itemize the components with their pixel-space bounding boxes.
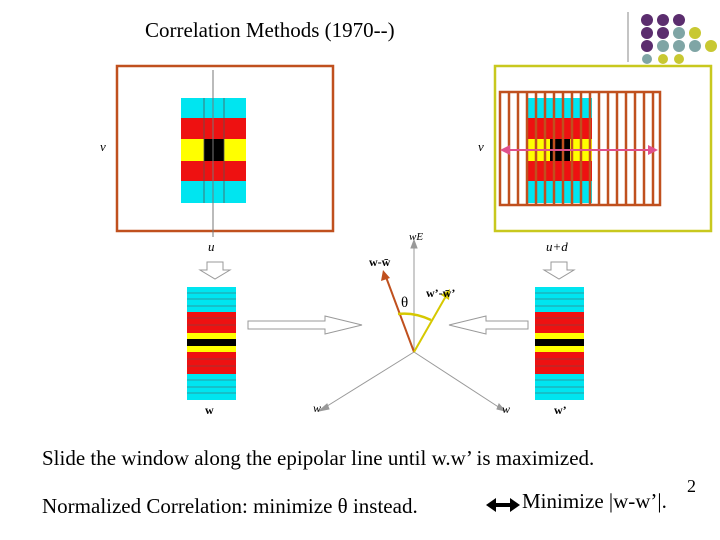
right-side-arrow (448, 315, 529, 335)
right-v-label: v (478, 139, 484, 154)
w-minus-wbar-vector (381, 270, 415, 353)
left-vector-w (187, 287, 236, 400)
left-u-label: u (208, 239, 215, 254)
theta-label: θ (401, 295, 408, 311)
wp-minus-wpbar-label: w’-w̄’ (426, 286, 455, 300)
w-minus-wbar-label: w-w̄ (369, 255, 391, 269)
slide-description: Slide the window along the epipolar line… (42, 446, 595, 470)
w-bottom-label: w (205, 403, 214, 417)
vector-space-axes (317, 238, 507, 412)
left-v-label: v (100, 139, 106, 154)
w-prime-bottom-label: w’ (554, 403, 567, 417)
theta-arc (397, 312, 432, 322)
superscript-two: 2 (687, 476, 696, 496)
minimize-text: Minimize |w-w’|. (522, 489, 667, 513)
left-down-arrow (198, 261, 232, 280)
left-side-arrow (247, 315, 363, 335)
decorative-dots (627, 12, 717, 64)
right-u-plus-d-label: u+d (546, 239, 568, 254)
w-axis-left-label: w (313, 401, 321, 415)
w-e-label: wE (409, 231, 423, 243)
wp-minus-wpbar-vector (413, 289, 450, 353)
double-arrow-icon (486, 498, 520, 512)
epipolar-slide-arrow (500, 145, 658, 155)
right-down-arrow (542, 261, 576, 280)
right-vector-w-prime (535, 287, 584, 400)
normalized-correlation-text: Normalized Correlation: minimize θ inste… (42, 494, 418, 518)
w-axis-right-label: w (502, 402, 510, 416)
slide-title: Correlation Methods (1970--) (145, 18, 395, 42)
